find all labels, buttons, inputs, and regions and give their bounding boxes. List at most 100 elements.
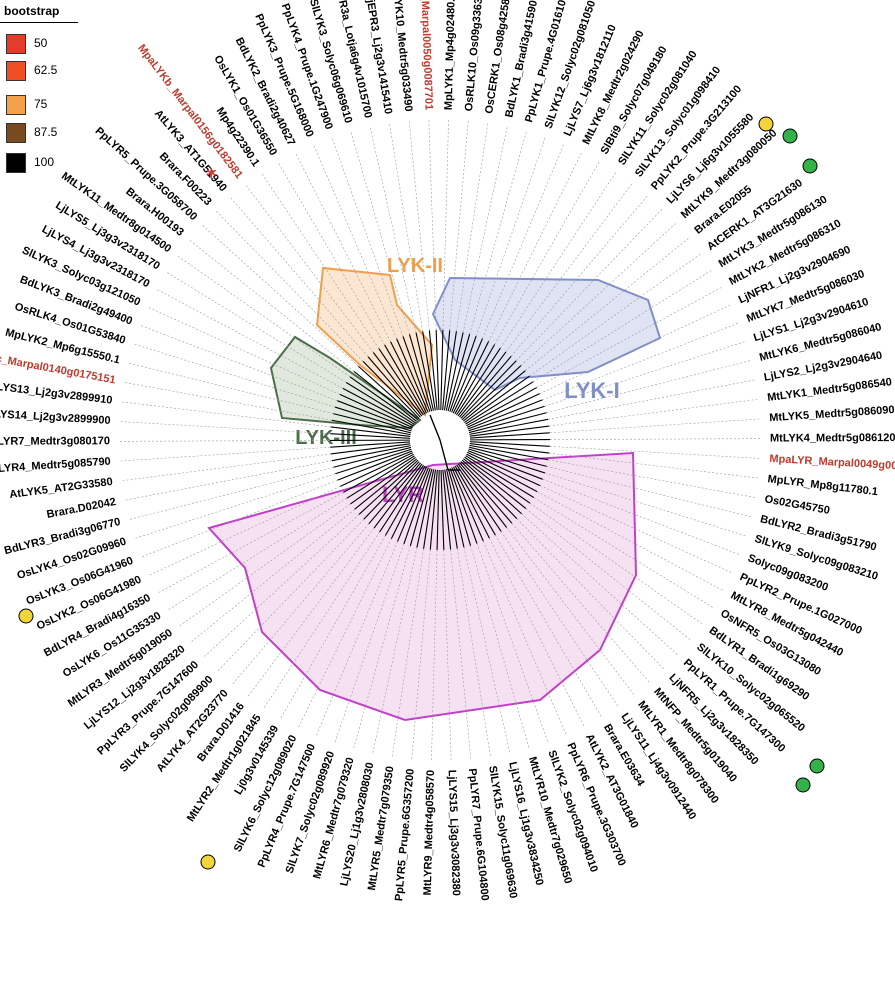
leaf-label: MtLYR4_Medtr5g085790 [0, 456, 111, 476]
leaf-branch [331, 419, 411, 436]
legend-label: 87.5 [34, 125, 58, 139]
leaf-label: MtLYR7_Medtr3g080170 [0, 435, 110, 448]
leaf-guide [549, 452, 758, 479]
leaf-label: LjLYS14_Lj2g3v2899900 [0, 408, 111, 427]
leaf-guide [539, 485, 732, 573]
leaf-branch [330, 426, 411, 437]
leaf-branch [447, 333, 471, 412]
leaf-guide [125, 382, 332, 421]
leaf-branch [469, 418, 549, 435]
leaf-guide [475, 137, 546, 337]
leaf-branch [442, 469, 452, 550]
leaf-guide [372, 547, 418, 753]
leaf-branch [467, 450, 543, 480]
leaf-branch [415, 332, 434, 411]
leaf-branch [408, 334, 433, 412]
leaf-branch [469, 443, 550, 454]
leaf-guide [462, 127, 508, 333]
leaf-guide [148, 307, 341, 395]
leaf-branch [465, 381, 534, 425]
leaf-branch [468, 446, 547, 467]
leaf-branch [451, 467, 484, 542]
leaf-branch [461, 365, 522, 421]
leaf-guide [506, 527, 635, 695]
gene-marker-dot [809, 758, 825, 774]
leaf-branch [358, 365, 419, 421]
leaf-guide [511, 523, 650, 683]
leaf-branch [346, 455, 415, 499]
leaf-label: MtLYK1_Medtr5g086540 [767, 376, 893, 404]
leaf-guide [264, 531, 380, 708]
leaf-branch [384, 344, 426, 415]
gene-marker-dot [802, 158, 818, 174]
leaf-guide [120, 421, 331, 434]
leaf-branch [423, 469, 437, 549]
leaf-branch [469, 441, 550, 447]
leaf-branch [331, 445, 411, 462]
leaf-guide [520, 223, 676, 366]
leaf-guide [483, 541, 567, 735]
leaf-guide [247, 527, 375, 697]
leaf-guide [167, 272, 347, 383]
leaf-branch [460, 461, 518, 520]
leaf-guide [298, 538, 392, 728]
leaf-branch [372, 352, 423, 417]
leaf-branch [461, 459, 522, 515]
leaf-branch [340, 452, 414, 487]
leaf-branch [456, 347, 501, 416]
leaf-guide [529, 253, 701, 377]
leaf-branch [330, 433, 411, 439]
leaf-label: MtLYK5_Medtr5g086090 [769, 404, 895, 424]
legend-label: 100 [34, 155, 55, 169]
leaf-guide [500, 172, 616, 349]
bootstrap-legend: bootstrap 50 62.5 75 87.5 100 [0, 0, 78, 180]
leaf-guide [149, 486, 341, 576]
leaf-guide [278, 163, 385, 346]
leaf-branch [428, 330, 438, 411]
leaf-label: PpLYR7_Prupe.6G104800 [466, 768, 491, 901]
leaf-guide [457, 548, 491, 757]
leaf-guide [525, 238, 689, 371]
leaf-guide [529, 502, 703, 625]
leaf-guide [191, 509, 355, 642]
leaf-branch [349, 376, 416, 424]
leaf-branch [467, 399, 543, 430]
leaf-branch [468, 448, 546, 474]
leaf-guide [482, 144, 564, 339]
leaf-label: MpLYK1_Mp4g02480.1 [443, 0, 458, 110]
leaf-branch [443, 331, 457, 411]
leaf-guide [141, 479, 338, 558]
leaf-branch [468, 412, 547, 434]
leaf-label: Os02G45750 [764, 493, 831, 517]
legend-title: bootstrap [4, 4, 60, 18]
leaf-guide [544, 341, 745, 407]
leaf-guide [408, 121, 430, 331]
leaf-guide [542, 479, 739, 555]
leaf-guide [313, 145, 397, 339]
leaf-branch [343, 453, 414, 493]
tree-branches [120, 120, 760, 760]
leaf-branch [467, 451, 541, 487]
leaf-branch [468, 405, 545, 432]
leaf-guide [516, 209, 663, 361]
leaf-guide [353, 545, 411, 749]
leaf-branch [337, 400, 413, 430]
leaf-branch [334, 406, 412, 432]
leaf-branch [464, 456, 531, 504]
leaf-label: LjLYS13_Lj2g3v2899910 [0, 380, 113, 407]
leaf-guide [168, 498, 347, 610]
leaf-branch [442, 330, 451, 411]
tree-trunk [429, 414, 460, 471]
gene-marker-dot [795, 777, 811, 793]
leaf-guide [549, 446, 760, 459]
leaf-branch [462, 370, 526, 422]
leaf-branch [440, 330, 444, 411]
leaf-guide [547, 379, 755, 420]
leaf-guide [135, 473, 336, 539]
leaf-guide [189, 240, 355, 372]
leaf-guide [549, 438, 760, 440]
legend-swatch [6, 61, 26, 81]
leaf-guide [488, 152, 582, 342]
leaf-guide [510, 195, 648, 357]
leaf-guide [470, 545, 530, 748]
